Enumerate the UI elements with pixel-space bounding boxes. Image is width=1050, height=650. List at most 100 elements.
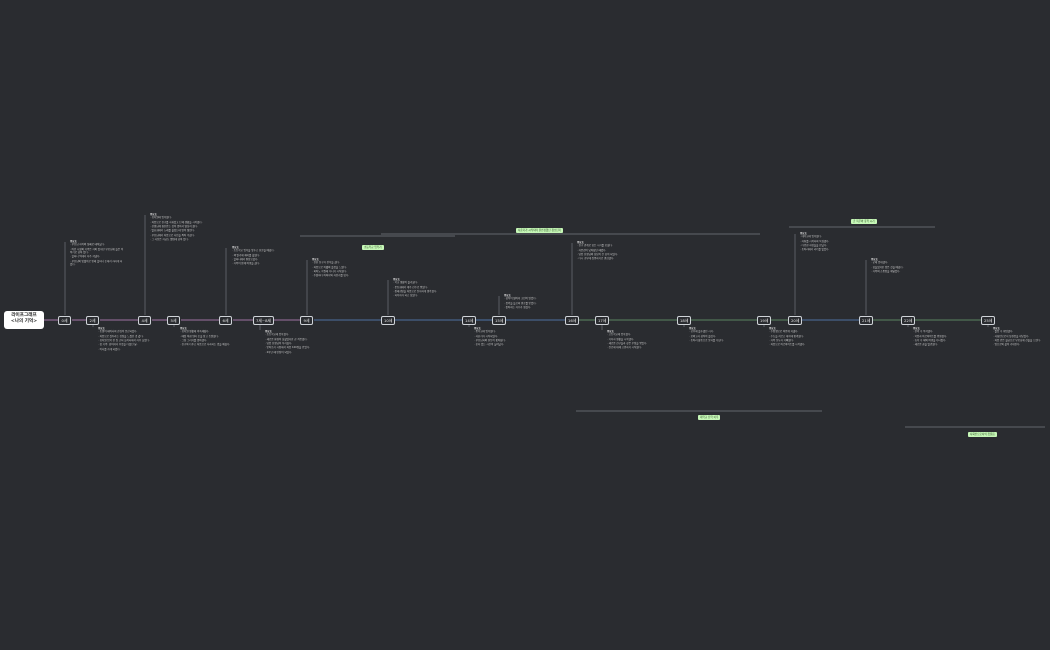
root-node[interactable]: 라이프그래프 <나의 기억>: [4, 311, 44, 329]
note-line: · 가족이 함께 여행을 갔다.: [232, 262, 260, 266]
memory-note[interactable]: 중요도· 성적이 떨어져 고민이 많았다.· 음악을 들으며 위로를 받았다.·…: [504, 294, 558, 310]
note-heading: 중요도: [180, 327, 187, 330]
note-heading: 중요도: [393, 278, 400, 281]
age-node[interactable]: 17세: [595, 315, 610, 325]
memory-note[interactable]: 중요도· 동생이 태어나며 관심이 분산되었다.· 처음으로 질투라는 감정을 …: [98, 327, 152, 352]
memory-note[interactable]: 중요도· 초등학교 입학을 앞두고 한글을 배웠다.· 책 읽기에 재미를 붙였…: [232, 246, 286, 267]
age-node[interactable]: 19세: [757, 315, 772, 325]
note-line: · 어린 시절의 기억은 거의 없지만 부모님께 들은 이야기로 남아 있다.: [70, 247, 124, 254]
note-line: · 처음으로 친구를 사귀었고 단체 생활을 시작했다.: [150, 220, 203, 224]
note-line: · 친구 관계로 힘든 시기를 보냈다.: [577, 244, 613, 248]
note-line: · 유치원 입학 전 집 근처 놀이터에서 자주 놀았다.: [98, 338, 150, 342]
memory-note[interactable]: 중요도· 공부에 몰두했던 시기.· 모의고사 성적이 올랐다.· 동아리 활동…: [689, 327, 743, 343]
memory-note[interactable]: 중요도· 군에 입대했다.· 힘들었지만 많은 것을 배웠다.· 가족의 소중함…: [871, 258, 925, 274]
memory-note[interactable]: 중요도· 중학교에 입학했다.· 사춘기가 시작되었다.· 부모님과의 갈등이 …: [474, 327, 528, 348]
age-node[interactable]: 7세~8세: [253, 315, 274, 325]
note-line: · 음악을 들으며 위로를 받았다.: [504, 301, 537, 305]
note-line: · 사춘기가 시작되었다.: [474, 334, 498, 338]
note-line: · 운동회에서 계주 선수로 뛰었다.: [393, 285, 428, 289]
age-node[interactable]: 10세: [381, 315, 396, 325]
period-tag[interactable]: 군 복무와 휴학 시기: [851, 219, 877, 224]
age-node[interactable]: 4세: [138, 315, 151, 325]
note-line: · 이사를 가게 되었다.: [98, 347, 121, 351]
period-tag[interactable]: 사회인으로서의 첫걸음: [968, 432, 997, 437]
age-node[interactable]: 5세: [167, 315, 180, 325]
note-line: · 가족 모두가 기뻐했다.: [769, 338, 794, 342]
note-line: · 장래희망을 처음으로 진지하게 생각했다.: [393, 289, 437, 293]
age-node[interactable]: 6세: [219, 315, 232, 325]
note-line: · 기숙사 생활을 시작했다.: [607, 337, 634, 341]
age-node[interactable]: 20세: [788, 315, 803, 325]
memory-note[interactable]: 중요도· 유치원 생활에 익숙해졌다.· 매일 아침 엄마 손을 잡고 등원했다…: [180, 327, 234, 348]
memory-note[interactable]: 중요도· 졸업 후 취업했다.· 사회인으로서 첫걸음을 내딛었다.· 처음 받…: [993, 327, 1047, 348]
memory-note[interactable]: 중요도· 유치원에 입학했다.· 처음으로 친구를 사귀었고 단체 생활을 시작…: [150, 213, 204, 243]
note-line: · 학업과 아르바이트를 병행했다.: [913, 334, 947, 338]
note-heading: 중요도: [689, 327, 696, 330]
note-line: · 처음 받은 월급으로 부모님께 선물을 드렸다.: [993, 338, 1041, 342]
age-node[interactable]: 22세: [901, 315, 916, 325]
note-heading: 중요도: [265, 330, 272, 333]
period-tag[interactable]: 초등학교 입학기: [362, 245, 384, 250]
note-line: · 발표회에서 노래를 불렀는데 많이 떨렸다.: [150, 229, 195, 233]
age-node[interactable]: 25세: [981, 315, 996, 325]
age-node[interactable]: 0세: [58, 315, 71, 325]
note-heading: 중요도: [800, 232, 807, 235]
note-heading: 중요도: [504, 294, 511, 297]
note-line: · 수능을 치르고 대학에 합격했다.: [769, 334, 804, 338]
age-node[interactable]: 9세: [300, 315, 313, 325]
note-line: · 선생님께 칭찬받는 것이 좋아서 열심히 했다.: [150, 224, 198, 228]
root-subtitle: <나의 기억>: [10, 318, 38, 324]
memory-note[interactable]: 중요도· 부모님 사이의 첫째로 태어났다.· 어린 시절의 기억은 거의 없지…: [70, 240, 124, 267]
note-line: · 자취를 시작하며 독립했다.: [800, 239, 830, 243]
period-tag[interactable]: 대학교 진학 이후: [698, 415, 721, 420]
note-line: · 친한 친구가 전학을 갔다.: [312, 261, 340, 265]
age-node[interactable]: 14세: [462, 315, 477, 325]
note-line: · 유치원 생활에 익숙해졌다.: [180, 330, 210, 334]
note-line: · 매일 아침 엄마 손을 잡고 등원했다.: [180, 334, 219, 338]
note-line: · 좋아하는 가수가 생겼다.: [504, 305, 531, 309]
age-node[interactable]: 16세: [565, 315, 580, 325]
memory-note[interactable]: 중요도· 수험생으로 바쁘게 지냈다.· 수능을 치르고 대학에 합격했다.· …: [769, 327, 823, 348]
note-heading: 중요도: [70, 240, 77, 243]
age-node[interactable]: 21세: [859, 315, 874, 325]
note-line: · 새로운 환경이 낯설었지만 곧 적응했다.: [265, 337, 308, 341]
note-heading: 중요도: [577, 241, 584, 244]
note-line: · 첫 기억: 넘어져서 무릎을 다쳤던 날.: [98, 343, 138, 347]
note-line: · 수험생으로 바쁘게 지냈다.: [769, 330, 799, 334]
memory-note[interactable]: 중요도· 친한 친구가 전학을 갔다.· 처음으로 이별의 슬픔을 느꼈다.· …: [312, 258, 366, 279]
memory-note[interactable]: 중요도· 초등학교에 입학했다.· 새로운 환경이 낯설었지만 곧 적응했다.·…: [265, 330, 319, 355]
note-line: · 군에 입대했다.: [871, 261, 888, 265]
note-line: · 동아리에서 리더를 맡았다.: [800, 248, 830, 252]
note-line: · 성적이 떨어져 고민이 많았다.: [504, 297, 537, 301]
note-line: · 자존감이 낮아졌던 때였다.: [577, 248, 607, 252]
note-line: · 그 사진은 지금도 앨범에 남아 있다.: [150, 238, 189, 242]
note-line: · 할머니 댁에서 자주 지냈다.: [70, 255, 101, 259]
age-node[interactable]: 2세: [86, 315, 99, 325]
note-line: · 대학교에 입학했다.: [800, 235, 822, 239]
memory-note[interactable]: 중요도· 학교 생활이 즐거웠다.· 운동회에서 계주 선수로 뛰었다.· 장래…: [393, 278, 447, 299]
note-line: · 피아노 학원에 다니기 시작했다.: [312, 269, 347, 273]
note-line: · 가족의 소중함을 깨달았다.: [871, 269, 901, 273]
memory-note[interactable]: 중요도· 친구 관계로 힘든 시기를 보냈다.· 자존감이 낮아졌던 때였다.·…: [577, 241, 631, 262]
note-heading: 중요도: [312, 258, 319, 261]
note-line: · 휴학 후 해외 여행을 다녀왔다.: [913, 338, 947, 342]
age-node[interactable]: 18세: [677, 315, 692, 325]
note-line: · 2학년 때 반장이 되었다.: [265, 350, 293, 354]
note-line: · 사회인으로서 첫걸음을 내딛었다.: [993, 334, 1030, 338]
note-line: · 새로운 친구들과 깊은 우정을 쌓았다.: [607, 341, 648, 345]
note-line: · 담임 선생님이 무서웠다.: [265, 341, 292, 345]
root-title: 라이프그래프: [11, 313, 37, 318]
memory-note[interactable]: 중요도· 고등학교에 입학했다.· 기숙사 생활을 시작했다.· 새로운 친구들…: [607, 330, 661, 351]
memory-note[interactable]: 중요도· 전역 후 복학했다.· 학업과 아르바이트를 병행했다.· 휴학 후 …: [913, 327, 967, 348]
age-node[interactable]: 15세: [492, 315, 507, 325]
note-line: · 부모님께서 처음으로 사진을 찍어 주셨다.: [150, 233, 195, 237]
note-heading: 중요도: [607, 330, 614, 333]
note-line: · 다양한 사람들을 만났다.: [800, 243, 827, 247]
note-line: · 전역 후 복학했다.: [913, 330, 934, 334]
memory-note[interactable]: 중요도· 대학교에 입학했다.· 자취를 시작하며 독립했다.· 다양한 사람들…: [800, 232, 854, 253]
note-line: · 중학교에 입학했다.: [474, 330, 496, 334]
note-heading: 중요도: [98, 327, 105, 330]
period-tag[interactable]: 사춘기가 시작되며 불안정했던 청소년기: [516, 228, 564, 233]
note-line: · 책 읽기에 재미를 붙였다.: [232, 253, 260, 257]
